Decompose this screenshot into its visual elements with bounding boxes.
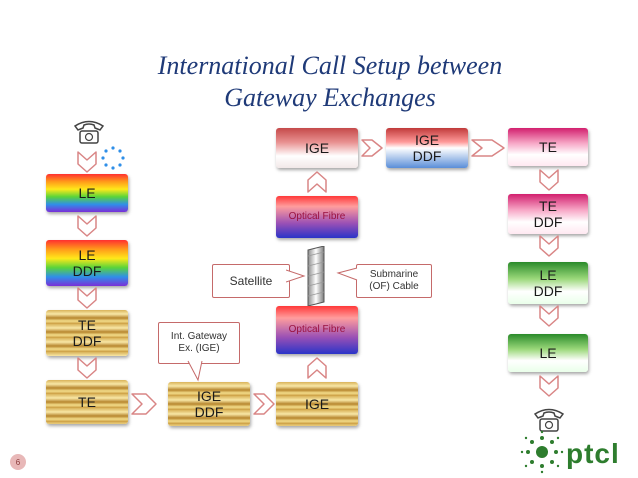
right-arrow-igeddf-te — [471, 139, 505, 157]
dialing-spinner-icon — [101, 146, 125, 170]
te-box-right: TE — [508, 128, 588, 166]
up-arrow-optic-ige — [307, 171, 327, 193]
telephone-icon — [533, 408, 565, 432]
page-number: 6 — [10, 454, 26, 470]
submarine-callout: Submarine (OF) Cable — [356, 264, 432, 298]
right-arrow-ige-igeddf — [361, 139, 383, 157]
down-arrow-phone-le — [77, 151, 97, 173]
int-gateway-callout-pointer — [187, 360, 203, 382]
right-arrow-te-igeddf — [131, 393, 157, 415]
optical-fibre-top: Optical Fibre — [276, 196, 358, 238]
down-arrow-le-leddf — [77, 215, 97, 237]
ptcl-logo-icon — [520, 430, 564, 474]
down-arrow-leddf-le — [539, 305, 559, 327]
optical-fibre-bottom: Optical Fibre — [276, 306, 358, 354]
telephone-icon — [73, 120, 105, 144]
down-arrow-te-teddf — [539, 169, 559, 191]
le-box-right: LE — [508, 334, 588, 372]
le-box-left: LE — [46, 174, 128, 212]
down-arrow-le-phone — [539, 375, 559, 397]
up-arrow-ige-optic — [307, 357, 327, 379]
down-arrow-leddf-teddf — [77, 287, 97, 309]
ige-box-bottom: IGE — [276, 382, 358, 426]
ige-ddf-box-bottom: IGE DDF — [168, 382, 250, 426]
int-gateway-callout: Int. Gateway Ex. (IGE) — [158, 322, 240, 364]
ptcl-logo-text: ptcl — [566, 438, 620, 469]
title-line-1: International Call Setup between — [157, 51, 503, 80]
title-line-2: Gateway Exchanges — [224, 83, 436, 112]
satellite-dish-icon — [307, 246, 325, 306]
down-arrow-teddf-leddf — [539, 235, 559, 257]
te-box-left: TE — [46, 380, 128, 424]
ige-box-top: IGE — [276, 128, 358, 168]
satellite-callout: Satellite — [212, 264, 290, 298]
satellite-callout-pointer — [286, 269, 306, 283]
ige-ddf-box-top: IGE DDF — [386, 128, 468, 168]
le-ddf-box-right: LE DDF — [508, 262, 588, 304]
te-ddf-box-left: TE DDF — [46, 310, 128, 356]
right-arrow-igeddf-ige — [253, 393, 275, 415]
le-ddf-box-left: LE DDF — [46, 240, 128, 286]
down-arrow-teddf-te — [77, 357, 97, 379]
te-ddf-box-right: TE DDF — [508, 194, 588, 234]
submarine-callout-pointer — [336, 267, 358, 281]
